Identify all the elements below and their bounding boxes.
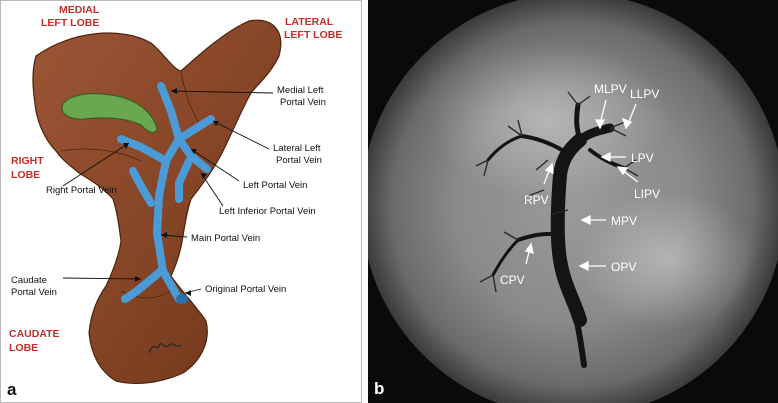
lobe-label-right-2: LOBE [11,169,40,181]
arrowhead [135,276,141,282]
vein-label-caudate-1: Caudate [11,275,47,286]
lobe-label-right-1: RIGHT [11,155,44,167]
vein-label-lateral-left-1: Lateral Left [273,143,321,154]
fine-branches [475,91,639,293]
panel-a-illustration: MEDIAL LEFT LOBE LATERAL LEFT LOBE RIGHT… [0,0,362,403]
xray-label-mlpv: MLPV [594,82,627,96]
original-vein-stump [176,294,188,304]
arrowhead [161,232,167,238]
panel-b-letter: b [374,379,384,398]
arrowhead [171,88,177,94]
panel-b-xray: MLPV LLPV LPV LIPV RPV MPV CPV OPV b [368,0,778,403]
panel-a-letter: a [7,380,17,399]
vein-label-lateral-left-2: Portal Vein [276,155,322,166]
gallbladder [61,93,158,133]
xray-label-opv: OPV [611,260,636,274]
vein-label-caudate-2: Portal Vein [11,287,57,298]
lobe-label-caudate-1: CAUDATE [9,328,60,340]
lobe-label-medial-2: LEFT LOBE [41,17,99,29]
xray-label-lpv: LPV [631,151,654,165]
vein-label-right: Right Portal Vein [46,185,117,196]
xray-label-llpv: LLPV [630,87,659,101]
arrowhead [201,173,207,179]
lobe-label-lateral-2: LEFT LOBE [284,29,342,41]
lobe-label-caudate-2: LOBE [9,342,38,354]
xray-label-lipv: LIPV [634,187,660,201]
liver-illustration: MEDIAL LEFT LOBE LATERAL LEFT LOBE RIGHT… [7,4,342,399]
soft-tissue-glow [428,40,668,200]
portogram-image: MLPV LLPV LPV LIPV RPV MPV CPV OPV b [368,0,778,403]
arrowhead [185,290,191,296]
arrowhead [191,149,197,154]
lobe-label-lateral-1: LATERAL [285,16,334,28]
arrowhead [123,143,129,149]
arrowhead [213,121,219,126]
vein-label-left-inferior: Left Inferior Portal Vein [219,206,316,217]
vein-label-left: Left Portal Vein [243,180,307,191]
pointer-arrows [524,99,639,272]
vein-label-original: Original Portal Vein [205,284,286,295]
xray-label-mpv: MPV [611,214,637,228]
portal-vein-tree [117,82,215,303]
lobe-label-medial-1: MEDIAL [59,4,100,16]
lobe-crease-1 [60,148,142,162]
vein-label-medial-left-2: Portal Vein [280,97,326,108]
vein-label-medial-left-1: Medial Left [277,85,324,96]
soft-tissue-glow [578,190,758,330]
artist-signature [148,343,182,354]
xray-label-rpv: RPV [524,193,549,207]
xray-label-cpv: CPV [500,273,525,287]
vein-label-main: Main Portal Vein [191,233,260,244]
contrast-vessels [486,102,626,368]
